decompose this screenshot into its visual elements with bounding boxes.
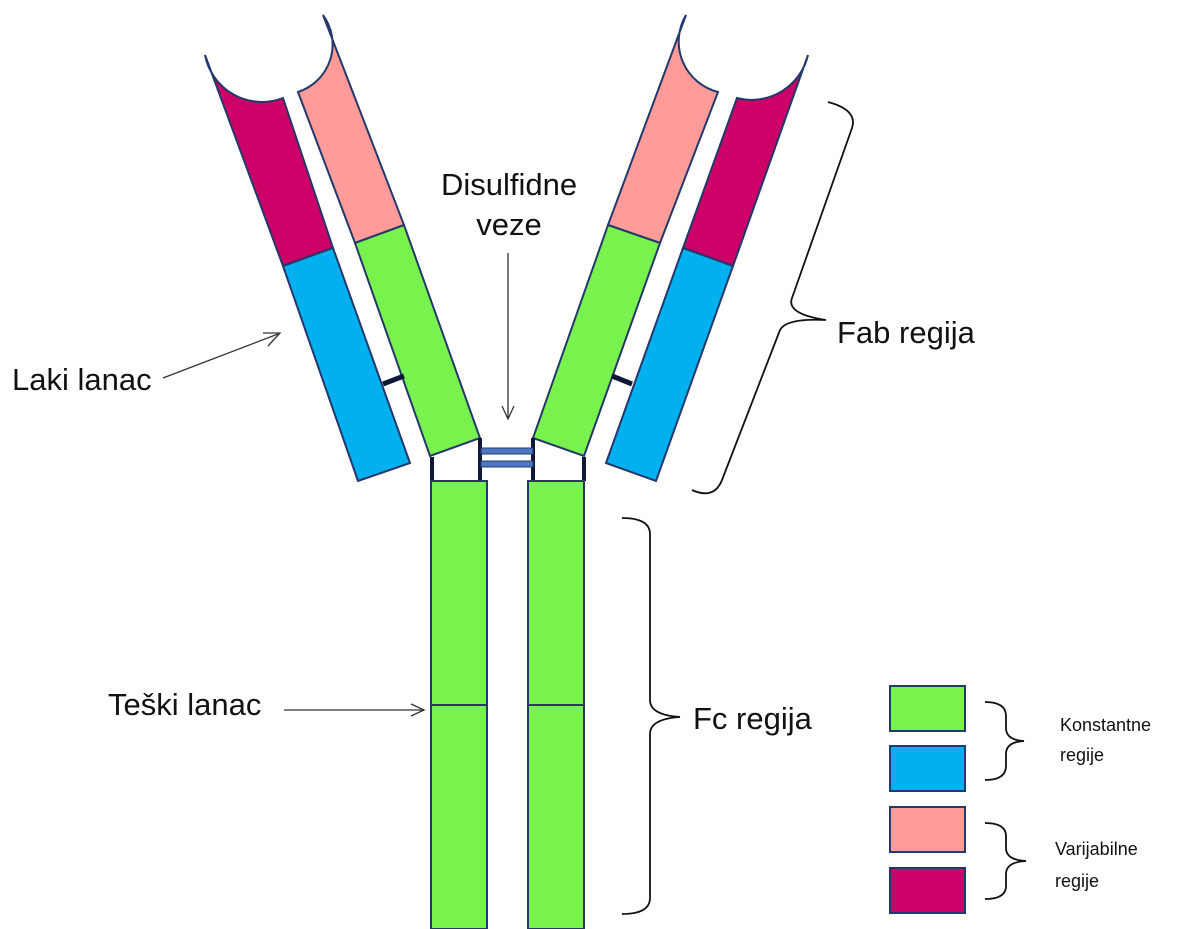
left-arm — [205, 15, 480, 481]
right-light-heavy-bond — [612, 376, 632, 384]
fc-stem — [431, 481, 584, 929]
legend: Konstantne regije Varijabilne regije — [890, 686, 1151, 913]
legend-swatch-light-variable — [890, 868, 965, 913]
disulfide-bonds — [481, 448, 533, 467]
left-fc-upper — [431, 481, 487, 705]
legend-swatch-heavy-variable — [890, 807, 965, 852]
left-light-heavy-bond — [383, 376, 404, 384]
left-fc-lower — [431, 705, 487, 929]
fc-region-label: Fc regija — [693, 701, 813, 736]
light-chain-label: Laki lanac — [12, 362, 152, 397]
right-fc-upper — [528, 481, 584, 705]
legend-swatch-heavy-constant — [890, 686, 965, 731]
legend-variable-bracket — [985, 823, 1026, 899]
legend-constant-line1: Konstantne — [1060, 715, 1151, 735]
annotation-heavy-chain: Teški lanac — [108, 687, 424, 722]
legend-constant-bracket — [985, 702, 1024, 780]
legend-variable-line2: regije — [1055, 871, 1099, 891]
disulfide-bond-2 — [481, 461, 533, 467]
disulfide-label-line2: veze — [476, 207, 541, 242]
legend-swatch-light-constant — [890, 746, 965, 791]
legend-variable-line1: Varijabilne — [1055, 839, 1138, 859]
right-arm — [533, 15, 808, 481]
right-fc-lower — [528, 705, 584, 929]
annotation-fc: Fc regija — [622, 518, 813, 914]
fc-bracket — [622, 518, 680, 914]
light-chain-arrow — [163, 334, 278, 378]
disulfide-bond-1 — [481, 448, 533, 454]
fab-region-label: Fab regija — [837, 315, 976, 350]
light-chain-arrowhead — [263, 333, 280, 346]
legend-constant-line2: regije — [1060, 745, 1104, 765]
disulfide-label-line1: Disulfidne — [441, 167, 577, 202]
heavy-chain-label: Teški lanac — [108, 687, 261, 722]
annotation-light-chain: Laki lanac — [12, 333, 280, 397]
